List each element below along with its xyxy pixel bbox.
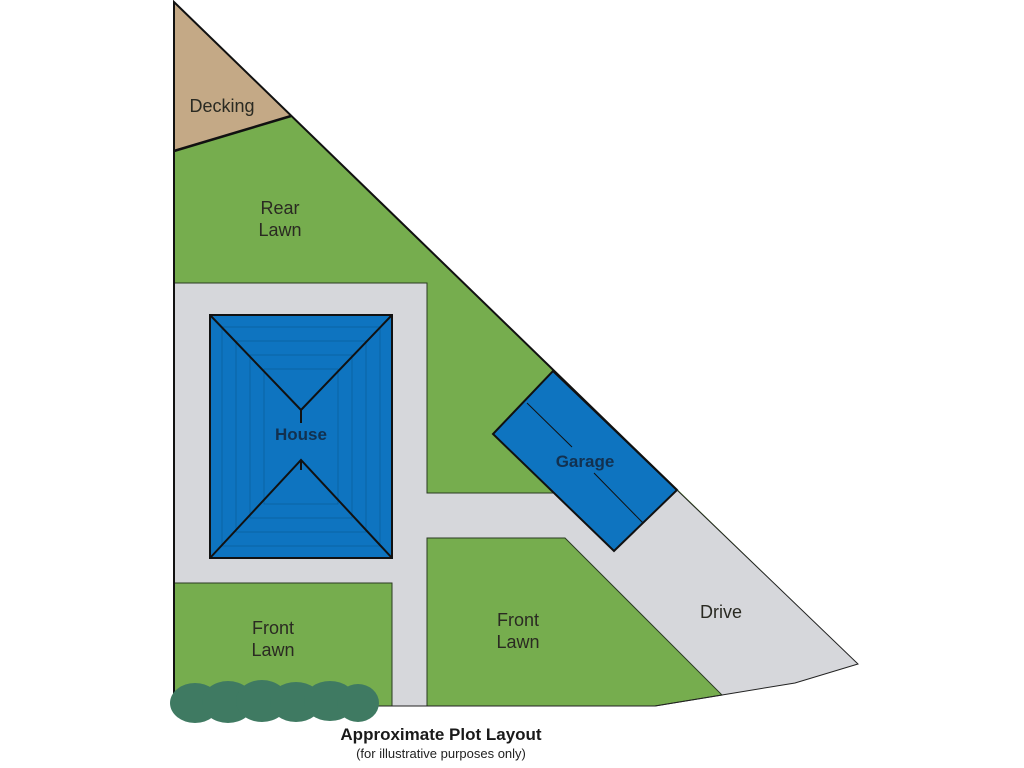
plot-boundary: [173, 0, 678, 706]
decking-edge: [173, 114, 292, 153]
rear-lawn-label-line2: Lawn: [258, 220, 301, 240]
path-between-front-lawns: [392, 583, 427, 706]
decking-label: Decking: [189, 96, 254, 116]
drive-label: Drive: [700, 602, 742, 622]
front-lawn-right-label-line2: Lawn: [496, 632, 539, 652]
front-lawn-left-label-line2: Lawn: [251, 640, 294, 660]
caption-subtitle: (for illustrative purposes only): [356, 746, 526, 761]
house: House: [209, 314, 393, 559]
plot-boundary-drive: [174, 489, 859, 707]
garage-label: Garage: [556, 452, 615, 471]
decking-region: [174, 2, 291, 151]
rear-lawn-label-line1: Rear: [260, 198, 299, 218]
front-lawn-left-label-line1: Front: [252, 618, 294, 638]
house-label: House: [275, 425, 327, 444]
hedge: [170, 680, 379, 723]
path-edge: [174, 282, 555, 494]
front-lawn-right-label-line1: Front: [497, 610, 539, 630]
caption-title: Approximate Plot Layout: [340, 725, 542, 744]
drive-region: [427, 490, 858, 695]
